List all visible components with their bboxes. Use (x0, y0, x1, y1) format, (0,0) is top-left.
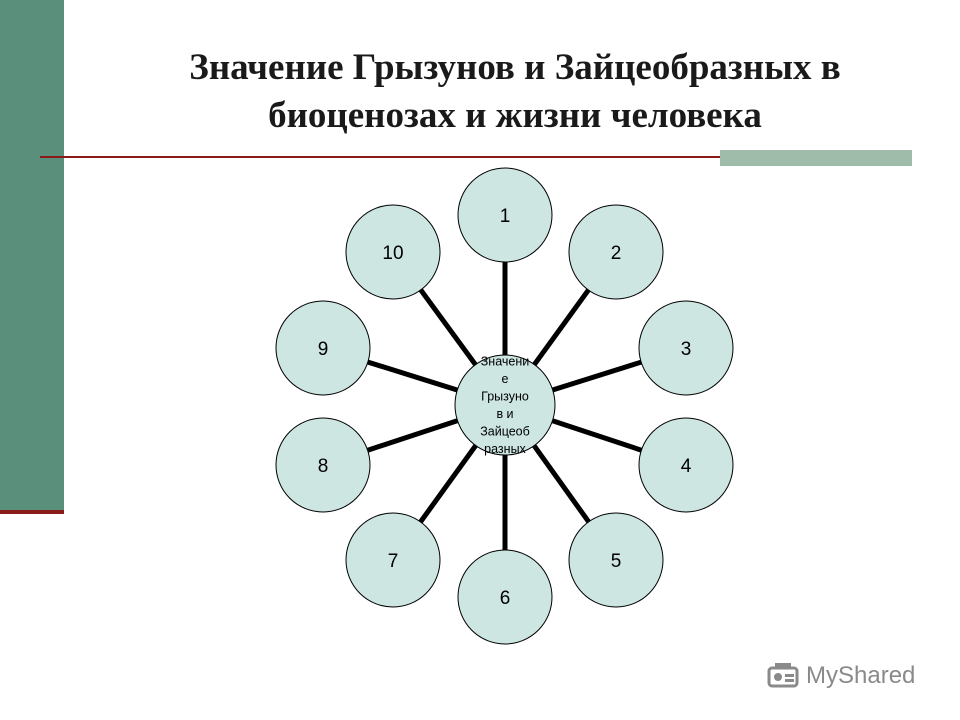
center-label-line: е (502, 372, 509, 386)
title-underline (40, 156, 912, 158)
node-circle-9 (275, 300, 371, 396)
title-accent-bar (720, 150, 912, 166)
center-label-line: в и (496, 407, 513, 421)
projector-icon (767, 663, 799, 688)
node-label-2: 2 (611, 243, 622, 264)
center-label-line: Зайцеоб (480, 424, 530, 438)
watermark: MyShared (766, 656, 915, 696)
node-label-3: 3 (681, 339, 692, 360)
node-label-10: 10 (382, 243, 403, 264)
side-decoration-bar (0, 0, 64, 512)
diagram-nodes: 1 2 3 4 5 6 7 8 9 10 (275, 167, 734, 645)
slide-title-line-1: Значение Грызунов и Зайцеобразных в (189, 47, 841, 88)
node-label-7: 7 (388, 551, 399, 572)
node-label-4: 4 (681, 456, 692, 477)
node-label-9: 9 (318, 339, 329, 360)
node-circle-5 (568, 512, 664, 608)
node-circle-3 (638, 300, 734, 396)
center-circle (454, 354, 556, 456)
node-label-5: 5 (611, 551, 622, 572)
slide-title: Значение Грызунов и Зайцеобразных в биоц… (70, 44, 960, 140)
node-label-6: 6 (500, 588, 511, 609)
center-label-line: разных (484, 442, 526, 456)
node-circle-7 (345, 512, 441, 608)
slide-title-line-2: биоценозах и жизни человека (268, 95, 762, 136)
watermark-text: MyShared (806, 662, 916, 689)
side-bar-rule (0, 510, 64, 514)
node-circle-1 (457, 167, 553, 263)
node-circle-6 (457, 549, 553, 645)
node-circle-2 (568, 204, 664, 300)
node-circle-4 (638, 417, 734, 513)
center-label-line: Грызуно (481, 389, 529, 403)
node-label-1: 1 (500, 206, 511, 227)
center-label-line: Значени (481, 354, 529, 368)
node-circle-10 (345, 204, 441, 300)
node-label-8: 8 (318, 456, 329, 477)
node-circle-8 (275, 417, 371, 513)
